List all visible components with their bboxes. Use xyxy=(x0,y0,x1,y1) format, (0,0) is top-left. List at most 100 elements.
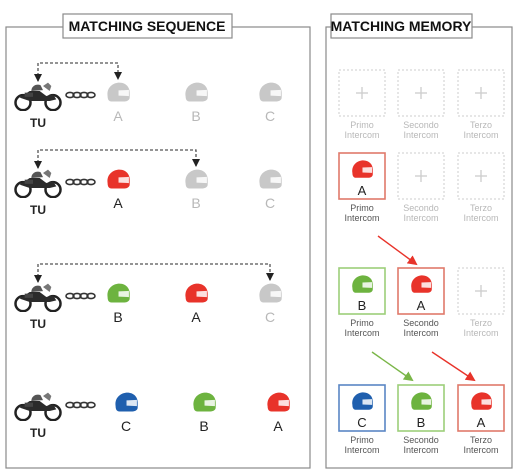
slot-caption: Secondo xyxy=(403,120,439,130)
slot-letter: A xyxy=(417,298,426,313)
slot-caption: Terzo xyxy=(470,203,492,213)
you-label: TU xyxy=(30,116,46,130)
plus-icon xyxy=(415,170,427,182)
slot-caption: Intercom xyxy=(344,213,379,223)
chain-link-icon xyxy=(65,292,96,300)
transfer-arrows xyxy=(371,235,476,382)
plus-icon xyxy=(475,170,487,182)
slot-caption: Intercom xyxy=(403,328,438,338)
helmet-icon xyxy=(267,392,290,412)
helmet-icon xyxy=(107,283,130,303)
pairing-link xyxy=(34,149,200,169)
sequence-row: TU A B C xyxy=(14,149,282,217)
memory-group: BPrimoIntercomASecondoIntercomTerzoInter… xyxy=(338,267,505,338)
helmet-icon xyxy=(115,392,138,412)
motorcycle-icon xyxy=(14,282,62,312)
helmet-letter: C xyxy=(265,195,275,211)
helmet-letter: B xyxy=(191,108,200,124)
slot-caption: Intercom xyxy=(403,130,438,140)
right-panel-title-box xyxy=(330,13,473,39)
plus-icon xyxy=(415,87,427,99)
slot-letter: A xyxy=(477,415,486,430)
helmet-icon xyxy=(259,169,282,189)
memory-group: PrimoIntercomSecondoIntercomTerzoInterco… xyxy=(338,69,505,140)
helmet-letter: A xyxy=(273,418,283,434)
slot-caption: Intercom xyxy=(463,213,498,223)
left-panel-title: MATCHING SEQUENCE xyxy=(69,18,226,34)
memory-group: CPrimoIntercomBSecondoIntercomATerzoInte… xyxy=(338,384,505,455)
helmet-icon xyxy=(259,283,282,303)
transfer-arrow xyxy=(371,351,414,382)
pairing-link xyxy=(34,62,122,82)
helmet-letter: B xyxy=(199,418,208,434)
plus-icon xyxy=(356,87,368,99)
transfer-arrow xyxy=(431,351,476,382)
plus-icon xyxy=(475,285,487,297)
slot-letter: C xyxy=(357,415,366,430)
slot-letter: B xyxy=(417,415,426,430)
slot-caption: Terzo xyxy=(470,120,492,130)
helmet-icon xyxy=(107,82,130,102)
you-label: TU xyxy=(30,203,46,217)
motorcycle-icon xyxy=(14,168,62,198)
slot-caption: Intercom xyxy=(403,213,438,223)
right-panel-title: MATCHING MEMORY xyxy=(331,18,472,34)
helmet-letter: C xyxy=(265,108,275,124)
left-panel-title-box xyxy=(62,13,233,39)
slot-caption: Intercom xyxy=(344,328,379,338)
memory-group: APrimoIntercomSecondoIntercomTerzoInterc… xyxy=(338,152,505,223)
helmet-letter: B xyxy=(113,309,122,325)
helmet-letter: C xyxy=(265,309,275,325)
helmet-icon xyxy=(471,392,492,410)
helmet-icon xyxy=(411,275,432,293)
slot-caption: Intercom xyxy=(463,130,498,140)
chain-link-icon xyxy=(65,401,96,409)
helmet-letter: A xyxy=(113,108,123,124)
right-panel: MATCHING MEMORY xyxy=(325,13,513,469)
helmet-letter: C xyxy=(121,418,131,434)
you-label: TU xyxy=(30,426,46,440)
helmet-letter: B xyxy=(191,195,200,211)
helmet-letter: A xyxy=(113,195,123,211)
chain-link-icon xyxy=(65,91,96,99)
slot-caption: Intercom xyxy=(344,130,379,140)
sequence-row: TU C B A xyxy=(14,391,290,440)
helmet-icon xyxy=(352,275,373,293)
sequence-row: TU B A C xyxy=(14,263,282,331)
slot-caption: Primo xyxy=(350,435,374,445)
slot-caption: Intercom xyxy=(463,328,498,338)
slot-caption: Intercom xyxy=(403,445,438,455)
helmet-letter: A xyxy=(191,309,201,325)
transfer-arrow xyxy=(377,235,418,266)
chain-link-icon xyxy=(65,178,96,186)
left-panel: MATCHING SEQUENCE xyxy=(5,13,311,469)
plus-icon xyxy=(475,87,487,99)
helmet-icon xyxy=(411,392,432,410)
helmet-icon xyxy=(352,160,373,178)
motorcycle-icon xyxy=(14,391,62,421)
slot-letter: A xyxy=(358,183,367,198)
helmet-icon xyxy=(259,82,282,102)
you-label: TU xyxy=(30,317,46,331)
slot-caption: Terzo xyxy=(470,318,492,328)
helmet-icon xyxy=(107,169,130,189)
pairing-link xyxy=(34,263,274,283)
motorcycle-icon xyxy=(14,81,62,111)
slot-caption: Secondo xyxy=(403,203,439,213)
slot-caption: Secondo xyxy=(403,435,439,445)
slot-caption: Primo xyxy=(350,318,374,328)
helmet-icon xyxy=(185,283,208,303)
slot-caption: Primo xyxy=(350,203,374,213)
